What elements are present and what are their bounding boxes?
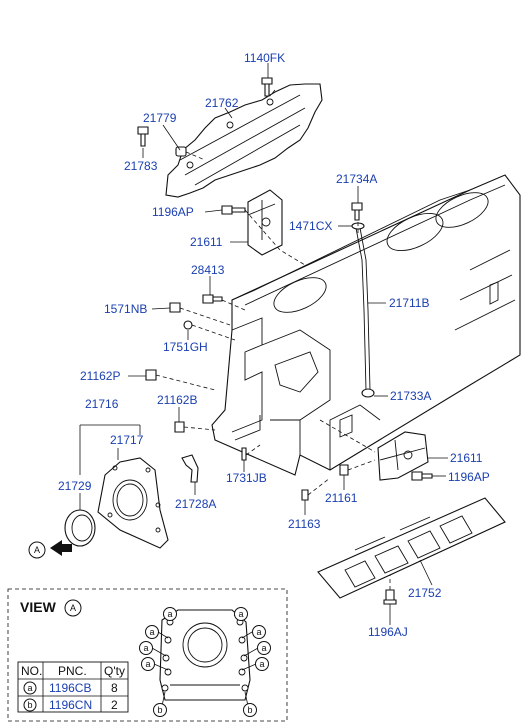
plug-28413 [202, 294, 223, 304]
bracket-21728A [181, 454, 199, 483]
plug-21162B [174, 421, 185, 433]
bolt-1196AP-bottom [411, 471, 433, 481]
label-21611-bottom: 21611 [450, 451, 483, 465]
callout-a: a [145, 659, 150, 669]
oil-seal-case-21717 [97, 457, 169, 549]
bolt-21783 [137, 126, 149, 147]
heat-shield-21762 [165, 83, 323, 198]
label-21733A: 21733A [390, 389, 431, 403]
table-row-no: a [27, 683, 32, 693]
table-header-qty: Q'ty [104, 664, 125, 678]
baffle-plate-21752 [317, 497, 506, 599]
label-21163: 21163 [288, 517, 321, 531]
callout-a: a [149, 627, 154, 637]
leader-lines [79, 63, 448, 625]
table-row-no: b [27, 700, 32, 710]
label-21161: 21161 [325, 491, 358, 505]
callout-a: a [259, 659, 264, 669]
label-1196AP-bottom: 1196AP [448, 470, 490, 484]
part-labels: 1140FK 21762 21779 21783 21734A 1196AP 1… [58, 51, 490, 639]
construction-lines [155, 89, 391, 590]
oil-seal-21729 [64, 509, 96, 547]
callout-b: b [247, 705, 252, 715]
callout-a: a [261, 643, 266, 653]
table-header-pnc: PNC. [58, 664, 87, 678]
label-1140FK: 1140FK [244, 51, 285, 65]
callout-a: a [143, 643, 148, 653]
plug-21161 [339, 464, 349, 476]
label-1471CX: 1471CX [289, 219, 332, 233]
inset-seal-case [159, 609, 251, 701]
label-21717: 21717 [110, 433, 144, 447]
inset-callouts: a a a a a a a a b b [139, 607, 271, 717]
label-1196AJ: 1196AJ [368, 625, 408, 639]
bolt-1140FK [261, 77, 273, 97]
bolt-1196AP-top [221, 205, 246, 215]
label-21162B: 21162B [157, 393, 197, 407]
label-1731JB: 1731JB [226, 471, 267, 485]
plug-1751GH [183, 320, 193, 330]
label-28413: 28413 [191, 263, 225, 277]
table-row-qty: 8 [111, 681, 118, 695]
pin-1731JB [241, 447, 247, 461]
bolt-1196AJ [383, 589, 397, 605]
cylinder-block [211, 174, 521, 476]
view-a-inset: VIEW A a a a a a a a a [7, 588, 288, 722]
label-1571NB: 1571NB [104, 302, 147, 316]
table-row-pnc: 1196CN [49, 698, 92, 712]
plug-21163 [301, 489, 309, 501]
mount-bracket-21611-top [247, 189, 283, 256]
table-row-qty: 2 [111, 698, 118, 712]
table-row-pnc: 1196CB [49, 681, 91, 695]
parts-table: NO. PNC. Q'ty a 1196CB 8 b 1196CN 2 [17, 661, 129, 713]
label-21716: 21716 [85, 397, 119, 411]
view-arrow-a: A [28, 540, 72, 559]
label-21783: 21783 [124, 159, 158, 173]
label-21752: 21752 [408, 586, 442, 600]
label-21734A: 21734A [336, 172, 377, 186]
plug-1571NB [169, 302, 181, 313]
view-title-marker: A [70, 603, 76, 613]
label-21779: 21779 [143, 111, 177, 125]
plug-21162P [145, 369, 157, 381]
label-21729: 21729 [58, 479, 92, 493]
callout-a: a [238, 609, 243, 619]
label-21711B: 21711B [389, 296, 429, 310]
label-21162P: 21162P [80, 369, 120, 383]
label-1751GH: 1751GH [163, 340, 208, 354]
callout-a: a [167, 609, 172, 619]
callout-b: b [157, 705, 162, 715]
mount-bracket-21611-bottom [377, 431, 429, 481]
view-title: VIEW [20, 599, 57, 615]
bolt-21734A [351, 202, 363, 221]
label-21762: 21762 [205, 96, 239, 110]
label-21728A: 21728A [175, 497, 216, 511]
view-arrow-marker: A [34, 545, 40, 555]
label-21611-top: 21611 [190, 235, 223, 249]
spacer-21779 [175, 146, 187, 157]
callout-a: a [256, 627, 261, 637]
table-header-no: NO. [21, 664, 42, 678]
label-1196AP-top: 1196AP [152, 205, 194, 219]
